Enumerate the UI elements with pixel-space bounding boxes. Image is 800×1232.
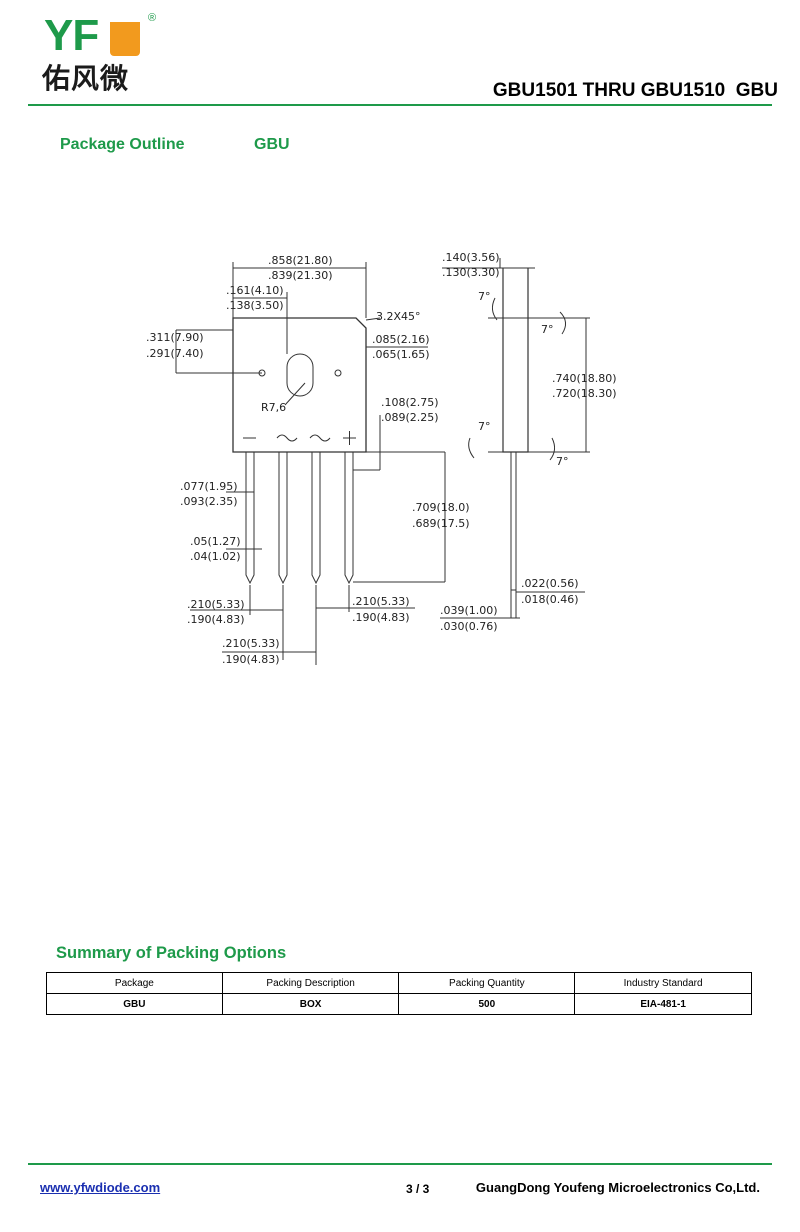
dim-body-thickness-min: .130(3.30) bbox=[442, 266, 500, 279]
dim-hole-height-max: .311(7.90) bbox=[146, 331, 204, 344]
column-header: Industry Standard bbox=[574, 972, 752, 994]
packing-table: Package Packing Description Packing Quan… bbox=[46, 972, 752, 1015]
dim-radius: R7,6 bbox=[261, 401, 286, 414]
header-divider bbox=[28, 104, 772, 106]
dim-body-thickness-max: .140(3.56) bbox=[442, 251, 500, 264]
company-logo: YF ® 佑风微 bbox=[30, 8, 160, 103]
section-label-package-outline: Package Outline bbox=[60, 136, 185, 153]
logo-u-shape bbox=[110, 22, 140, 56]
dim-angle-1: 7° bbox=[478, 290, 491, 303]
dim-hole-height-min: .291(7.40) bbox=[146, 347, 204, 360]
dim-lead-side-width-max: .039(1.00) bbox=[440, 604, 498, 617]
document-title: GBU1501 THRU GBU1510 GBU bbox=[492, 80, 778, 101]
column-header: Packing Quantity bbox=[398, 972, 576, 994]
dim-angle-4: 7° bbox=[556, 455, 569, 468]
dim-lead-length-max: .709(18.0) bbox=[412, 501, 470, 514]
dim-body-width-max: .858(21.80) bbox=[268, 254, 333, 267]
dim-pitch-middle-max: .210(5.33) bbox=[222, 637, 280, 650]
packing-summary-title: Summary of Packing Options bbox=[56, 944, 287, 962]
column-header: Package bbox=[46, 972, 223, 994]
table-row: GBU BOX 500 EIA-481-1 bbox=[46, 993, 752, 1015]
website-link[interactable]: www.yfwdiode.com bbox=[40, 1180, 161, 1195]
dim-body-height-min: .720(18.30) bbox=[552, 387, 617, 400]
dim-pitch-left-min: .190(4.83) bbox=[187, 613, 245, 626]
dim-lead-width-upper-a: .077(1.95) bbox=[180, 480, 238, 493]
dim-lead-width-upper-b: .093(2.35) bbox=[180, 495, 238, 508]
registered-mark: ® bbox=[148, 12, 157, 24]
dim-chamfer-depth-min: .065(1.65) bbox=[372, 348, 430, 361]
dim-chamfer: 3.2X45° bbox=[376, 310, 421, 323]
dim-lead-thickness-max: .022(0.56) bbox=[521, 577, 579, 590]
logo-chinese: 佑风微 bbox=[42, 62, 130, 95]
dim-pitch-right-min: .190(4.83) bbox=[352, 611, 410, 624]
dim-hole-offset-max: .161(4.10) bbox=[226, 284, 284, 297]
page-number: 3 / 3 bbox=[406, 1182, 430, 1196]
dim-lead-length-min: .689(17.5) bbox=[412, 517, 470, 530]
dim-pitch-middle-min: .190(4.83) bbox=[222, 653, 280, 666]
column-header: Packing Description bbox=[221, 972, 400, 994]
dim-lead-width-lower-min: .04(1.02) bbox=[190, 550, 241, 563]
dim-body-width-min: .839(21.30) bbox=[268, 269, 333, 282]
dim-chamfer-depth-max: .085(2.16) bbox=[372, 333, 430, 346]
logo-text: YF bbox=[44, 11, 99, 60]
table-header-row: Package Packing Description Packing Quan… bbox=[46, 972, 752, 994]
company-name: GuangDong Youfeng Microelectronics Co,Lt… bbox=[475, 1180, 760, 1195]
dim-standoff-max: .108(2.75) bbox=[381, 396, 439, 409]
dim-pitch-left-max: .210(5.33) bbox=[187, 598, 245, 611]
table-cell: 500 bbox=[398, 993, 576, 1015]
table-cell: GBU bbox=[46, 993, 223, 1015]
dim-body-height-max: .740(18.80) bbox=[552, 372, 617, 385]
dim-lead-thickness-min: .018(0.46) bbox=[521, 593, 579, 606]
dim-pitch-right-max: .210(5.33) bbox=[352, 595, 410, 608]
dim-angle-2: 7° bbox=[541, 323, 554, 336]
dim-lead-width-lower-max: .05(1.27) bbox=[190, 535, 241, 548]
dim-lead-side-width-min: .030(0.76) bbox=[440, 620, 498, 633]
package-name: GBU bbox=[254, 136, 290, 153]
footer-divider bbox=[28, 1163, 772, 1165]
table-cell: EIA-481-1 bbox=[574, 993, 752, 1015]
dim-standoff-min: .089(2.25) bbox=[381, 411, 439, 424]
table-cell: BOX bbox=[221, 993, 400, 1015]
dim-angle-3: 7° bbox=[478, 420, 491, 433]
dim-hole-offset-min: .138(3.50) bbox=[226, 299, 284, 312]
package-outline-drawing: .858(21.80) .839(21.30) .161(4.10) .138(… bbox=[146, 251, 617, 666]
